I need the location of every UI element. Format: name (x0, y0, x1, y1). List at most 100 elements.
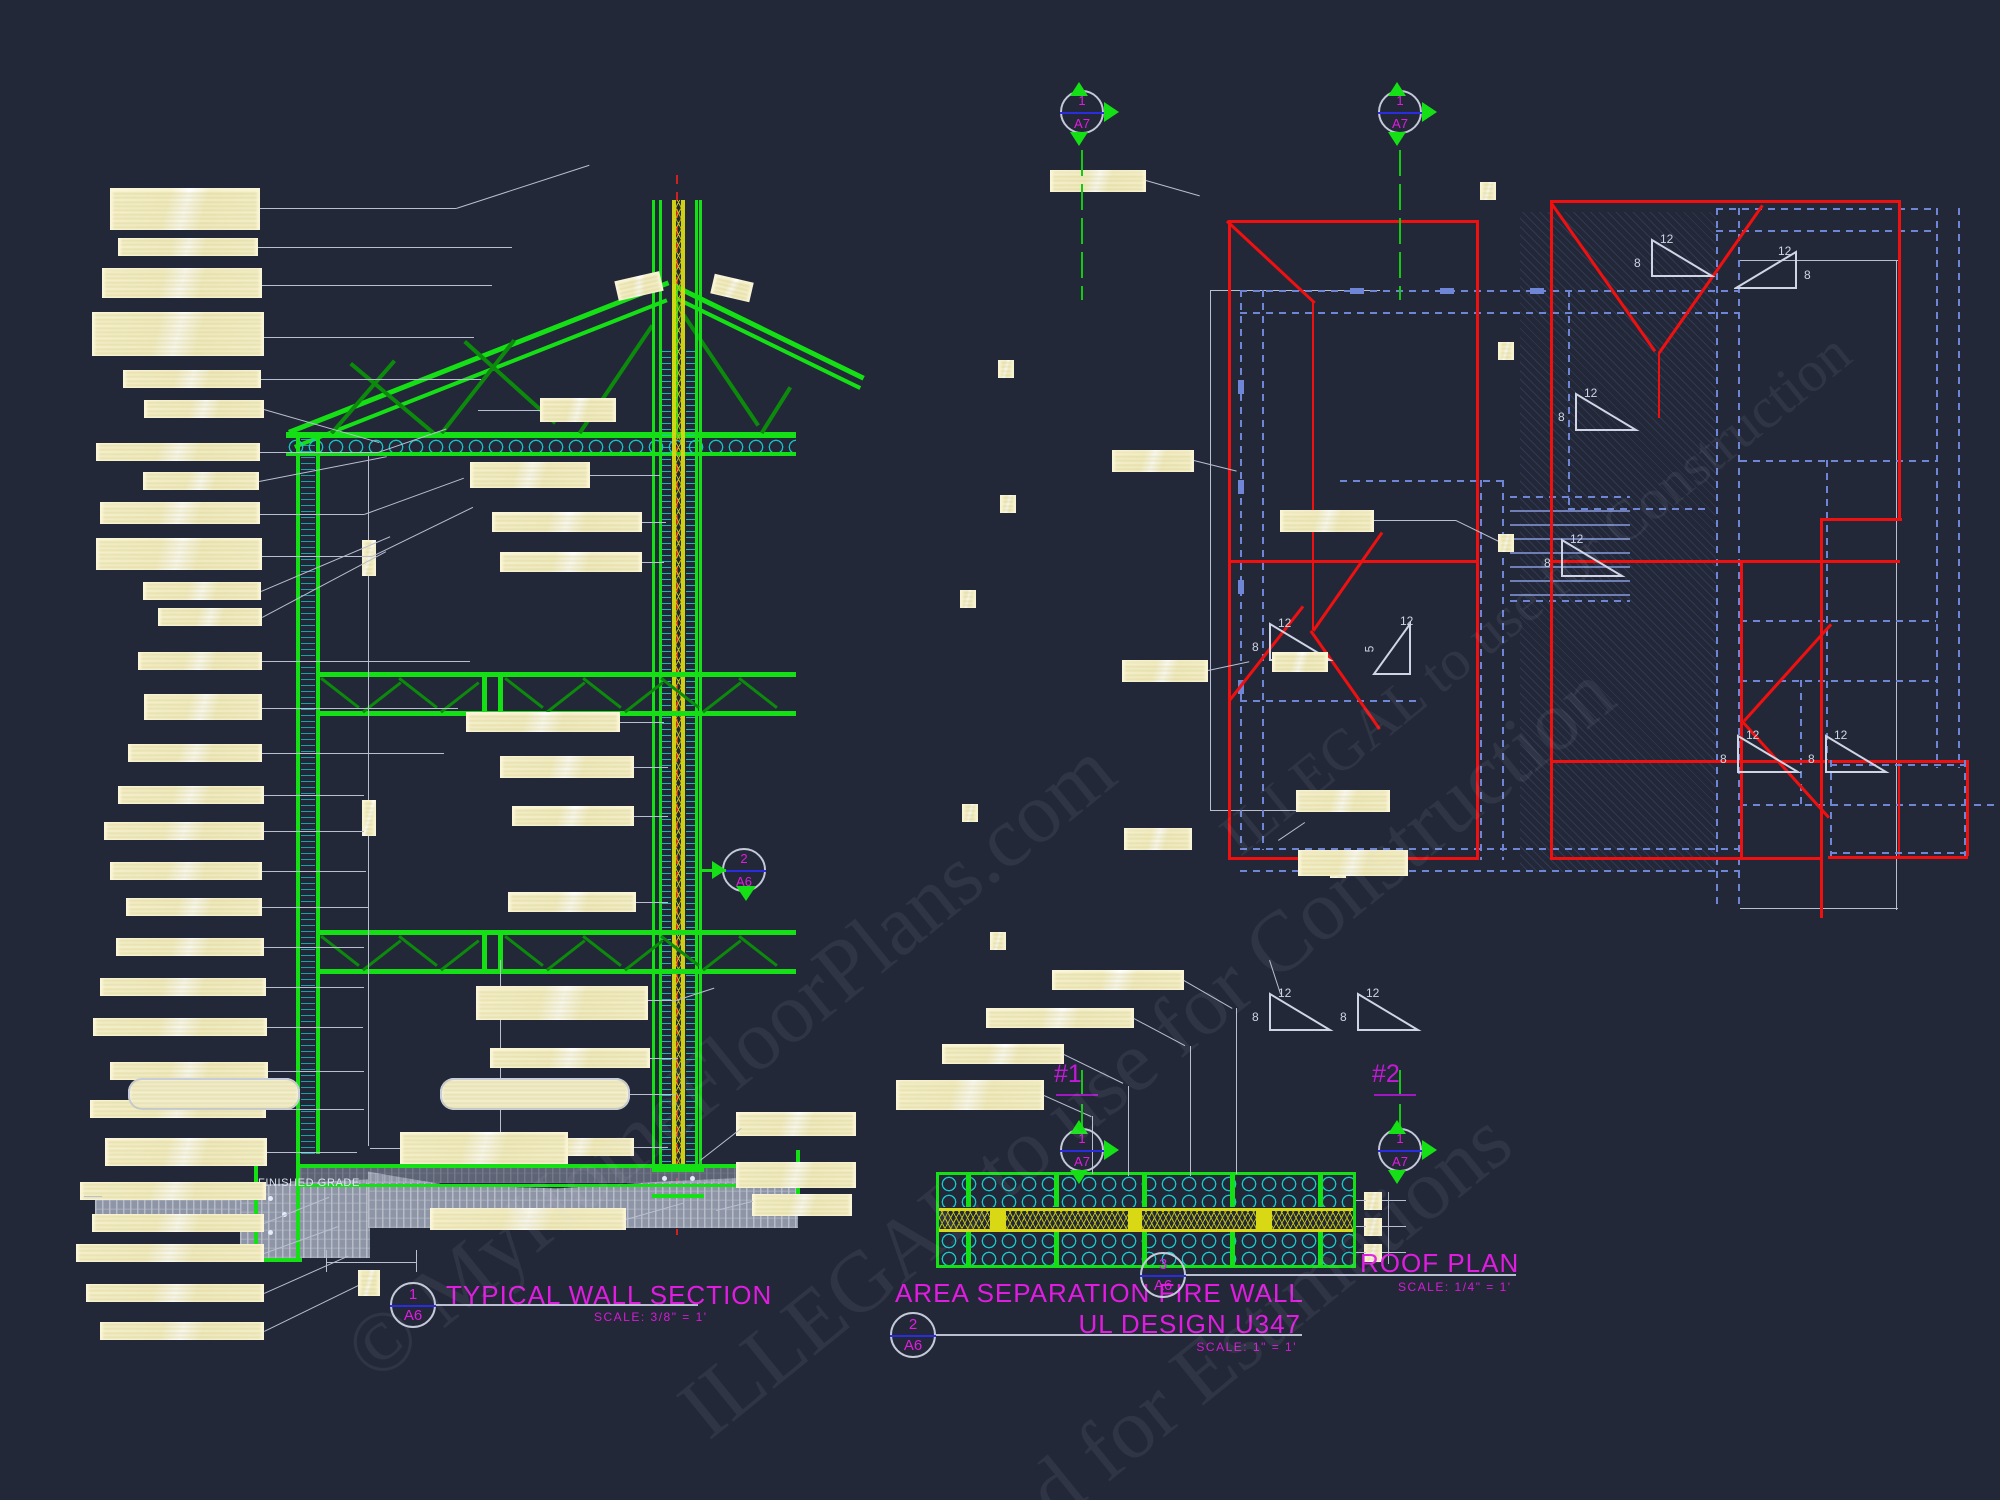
callout-label (102, 268, 262, 298)
callout-label (93, 1018, 267, 1036)
pitch-rise: 12 (1366, 986, 1380, 1000)
callout-label (1272, 652, 1328, 672)
callout-label (96, 538, 262, 570)
callout-label (116, 938, 264, 956)
fire-wall-tag (1364, 1218, 1382, 1236)
pitch-rise: 12 (1778, 244, 1792, 258)
callout-label (500, 756, 634, 778)
detail-1-marker[interactable]: 1 A6 (390, 1282, 436, 1328)
pitch-rise: 12 (1278, 616, 1292, 630)
pitch-triangle: 12 8 (1544, 532, 1626, 583)
section-marker-number: 1 (1078, 93, 1086, 108)
callout-label (123, 370, 261, 388)
callout-label (110, 862, 262, 880)
detail-1-title: TYPICAL WALL SECTION (446, 1280, 773, 1310)
callout-label (1296, 790, 1390, 812)
callout-label (104, 822, 264, 840)
plan-tag (1498, 534, 1514, 552)
callout-label (92, 1214, 264, 1232)
detail-2-scale: SCALE: 1" = 1' (1196, 1340, 1297, 1354)
callout-label (143, 472, 259, 490)
callout-label (476, 986, 648, 1020)
detail-marker-sheet: A6 (903, 1337, 923, 1354)
section-marker-sheet: A7 (1074, 1154, 1090, 1169)
second-floor-truss (316, 672, 796, 716)
callout-label (92, 312, 264, 356)
detail-2-title-line2: UL DESIGN U347 (1078, 1309, 1301, 1339)
pitch-rise: 12 (1400, 614, 1414, 628)
callout-label (492, 512, 642, 532)
callout-label (400, 1132, 568, 1164)
callout-label (110, 1062, 268, 1080)
pitch-run: 8 (1558, 410, 1565, 424)
callout-label (105, 1138, 267, 1166)
roof-plan-detail: 12 8 12 5 12 8 12 8 12 8 (960, 60, 2000, 1420)
dimension-tick (358, 1270, 380, 1296)
callout-label (126, 898, 262, 916)
detail-marker-sheet: A6 (403, 1307, 423, 1324)
exterior-wall-assembly (296, 434, 320, 1154)
pitch-run: 8 (1340, 1010, 1347, 1024)
section-marker-sheet: A7 (1392, 1154, 1408, 1169)
pitch-triangle: 12 8 (1340, 986, 1422, 1037)
callout-label (896, 1080, 1044, 1110)
callout-label (144, 694, 262, 720)
fire-wall-tag (1364, 1244, 1382, 1262)
callout-label (736, 1162, 856, 1188)
pitch-rise: 12 (1570, 532, 1584, 546)
pitch-run: 8 (1252, 1010, 1259, 1024)
pitch-run: 8 (1544, 556, 1551, 570)
callout-label (1112, 450, 1194, 472)
callout-label (110, 188, 260, 230)
callout-label (86, 1284, 264, 1302)
callout-label (736, 1112, 856, 1136)
cloud-callout-label (440, 1078, 630, 1110)
callout-label (508, 892, 636, 912)
section-marker-sheet: A7 (1074, 116, 1090, 131)
pitch-triangle: 12 8 (1720, 728, 1802, 779)
wall-tag-small (362, 800, 376, 836)
callout-label (512, 806, 634, 826)
first-floor-truss (316, 930, 796, 974)
plan-tag (1000, 495, 1016, 513)
callout-label (76, 1244, 264, 1262)
section-marker-sheet: A7 (1392, 116, 1408, 131)
unit-label-1: #1 (1054, 1060, 1082, 1088)
callout-label (100, 502, 260, 524)
pitch-triangle: 12 8 (1808, 728, 1890, 779)
callout-label (710, 273, 754, 303)
callout-label (540, 398, 616, 422)
callout-label (144, 400, 264, 418)
section-marker-number: 1 (1078, 1131, 1086, 1146)
detail-ref-sheet: A6 (736, 874, 752, 889)
callout-label (100, 1322, 264, 1340)
detail-marker-number: 2 (908, 1316, 918, 1333)
callout-label (118, 786, 264, 804)
pitch-triangle: 12 8 (1252, 986, 1334, 1037)
detail-marker-number: 1 (408, 1286, 418, 1303)
pitch-run: 8 (1634, 256, 1641, 270)
plan-tag (962, 804, 978, 822)
fire-wall-tag (1364, 1192, 1382, 1210)
detail-ref-number: 2 (740, 851, 748, 866)
callout-label (1050, 170, 1146, 192)
detail-marker-sheet: A6 (1153, 1277, 1173, 1294)
callout-label (143, 582, 261, 600)
callout-label (752, 1194, 852, 1216)
detail-marker-number: 3 (1158, 1256, 1168, 1273)
callout-label (1122, 660, 1208, 682)
detail-3-scale: SCALE: 1/4" = 1' (1398, 1280, 1512, 1294)
callout-label (138, 652, 262, 670)
pitch-triangle: 12 8 (1634, 232, 1716, 283)
unit-label-2: #2 (1372, 1060, 1400, 1088)
callout-label (80, 1182, 266, 1200)
callout-label (500, 552, 642, 572)
finished-grade-label: FINISHED GRADE (258, 1177, 360, 1189)
callout-label (100, 978, 266, 996)
detail-3-marker[interactable]: 3 A6 (1140, 1252, 1186, 1298)
detail-3-title: ROOF PLAN (1360, 1248, 1520, 1278)
detail-2-marker[interactable]: 2 A6 (890, 1312, 936, 1358)
pitch-rise: 12 (1278, 986, 1292, 1000)
plan-tag (960, 590, 976, 608)
callout-label (1124, 828, 1192, 850)
